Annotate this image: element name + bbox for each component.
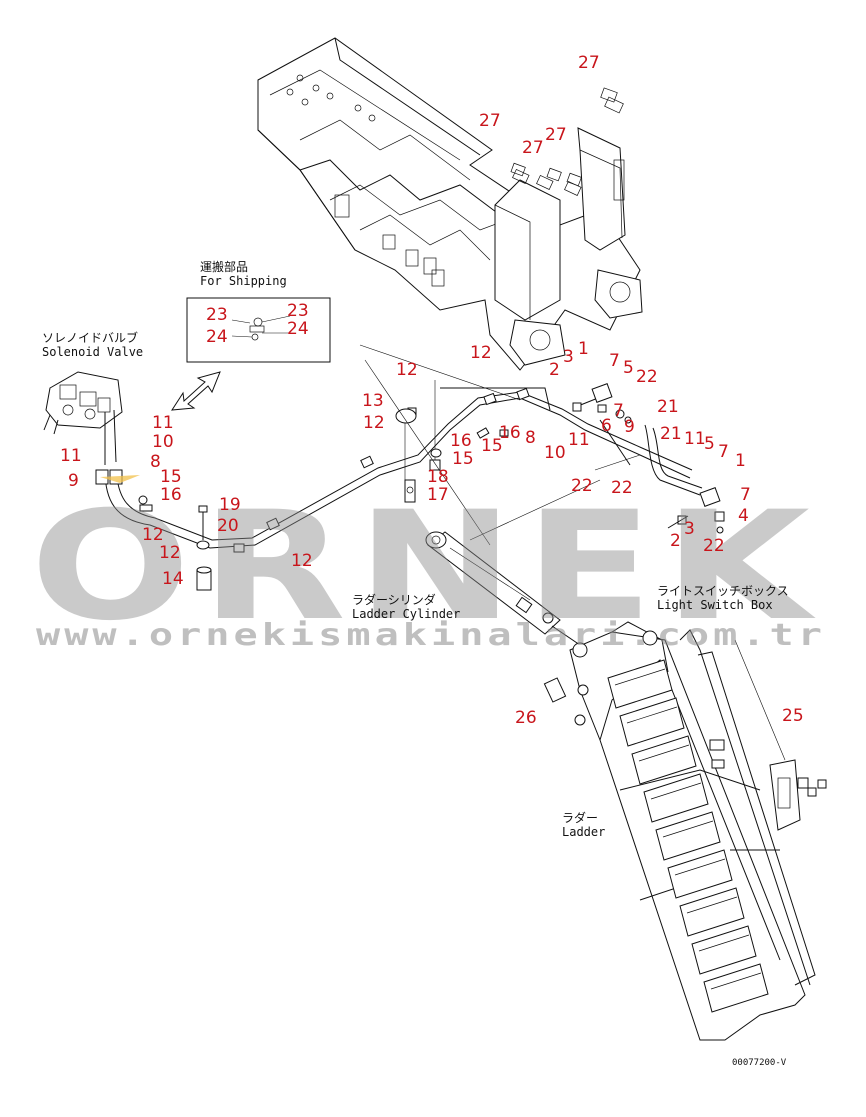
part-label-9: 9 [624,417,635,437]
ladder [543,621,816,1041]
part-label-27: 27 [479,111,501,131]
caption-solenoid-jp: ソレノイドバルブ [42,330,138,345]
part-label-12: 12 [142,525,164,545]
part-label-22: 22 [611,478,633,498]
caption-switchbox-en: Light Switch Box [657,598,773,612]
part-label-22: 22 [571,476,593,496]
decal-labels [512,96,624,196]
part-label-21: 21 [657,397,679,417]
part-label-20: 20 [217,516,239,536]
part-label-9: 9 [68,471,79,491]
caption-ladder-jp: ラダー [562,810,598,825]
part-label-12: 12 [363,413,385,433]
hardware-parts [138,383,725,591]
part-label-10: 10 [544,443,566,463]
part-label-27: 27 [545,125,567,145]
part-label-17: 17 [427,485,449,505]
part-label-16: 16 [450,431,472,451]
main-frame [257,37,643,371]
part-label-11: 11 [60,446,82,466]
part-label-7: 7 [609,351,620,371]
part-label-7: 7 [613,401,624,421]
part-label-3: 3 [684,519,695,539]
part-label-7: 7 [718,442,729,462]
captions: 運搬部品 For Shipping ソレノイドバルブ Solenoid Valv… [42,259,789,1068]
caption-cylinder-en: Ladder Cylinder [352,607,460,621]
part-label-11: 11 [152,413,174,433]
part-label-27: 27 [578,53,600,73]
part-label-3: 3 [563,347,574,367]
caption-shipping-jp: 運搬部品 [200,259,248,274]
part-label-13: 13 [362,391,384,411]
part-label-12: 12 [470,343,492,363]
watermark: ORNEK www.ornekismakinalari.com.tr [30,480,826,654]
part-label-2: 2 [549,360,560,380]
part-label-11: 11 [684,429,706,449]
part-label-26: 26 [515,708,537,728]
part-label-18: 18 [427,467,449,487]
part-label-16: 16 [160,485,182,505]
solenoid-valve [43,371,123,465]
part-label-11: 11 [568,430,590,450]
part-label-12: 12 [396,360,418,380]
part-label-25: 25 [782,706,804,726]
caption-shipping-en: For Shipping [200,274,287,288]
part-label-27: 27 [522,138,544,158]
part-label-5: 5 [623,358,634,378]
part-label-22: 22 [703,536,725,556]
part-label-24: 24 [206,327,228,347]
part-label-4: 4 [738,506,749,526]
drawing-code: 00077200-V [732,1058,787,1068]
part-label-7: 7 [740,485,751,505]
part-label-22: 22 [636,367,658,387]
watermark-brand: ORNEK [30,480,820,654]
light-switch-box [769,759,827,831]
part-label-23: 23 [206,305,228,325]
caption-cylinder-jp: ラダーシリンダ [352,592,436,607]
part-label-15: 15 [452,449,474,469]
part-label-1: 1 [735,451,746,471]
double-arrow-icon [171,371,221,411]
shipping-parts-box [186,297,331,363]
caption-solenoid-en: Solenoid Valve [42,345,143,359]
ladder-cylinder [359,344,601,646]
part-label-23: 23 [287,301,309,321]
part-label-10: 10 [152,432,174,452]
part-label-12: 12 [291,551,313,571]
part-label-8: 8 [525,428,536,448]
part-label-14: 14 [162,569,184,589]
part-label-8: 8 [150,452,161,472]
part-label-16: 16 [499,423,521,443]
part-label-19: 19 [219,495,241,515]
part-label-2: 2 [670,531,681,551]
part-label-24: 24 [287,319,309,339]
part-label-15: 15 [481,436,503,456]
part-label-21: 21 [660,424,682,444]
part-label-6: 6 [601,416,612,436]
caption-switchbox-jp: ライトスイッチボックス [657,584,789,598]
caption-ladder-en: Ladder [562,825,605,839]
part-label-12: 12 [159,543,181,563]
watermark-url: www.ornekismakinalari.com.tr [36,618,826,653]
part-label-1: 1 [578,339,589,359]
part-label-15: 15 [160,467,182,487]
part-label-5: 5 [704,434,715,454]
